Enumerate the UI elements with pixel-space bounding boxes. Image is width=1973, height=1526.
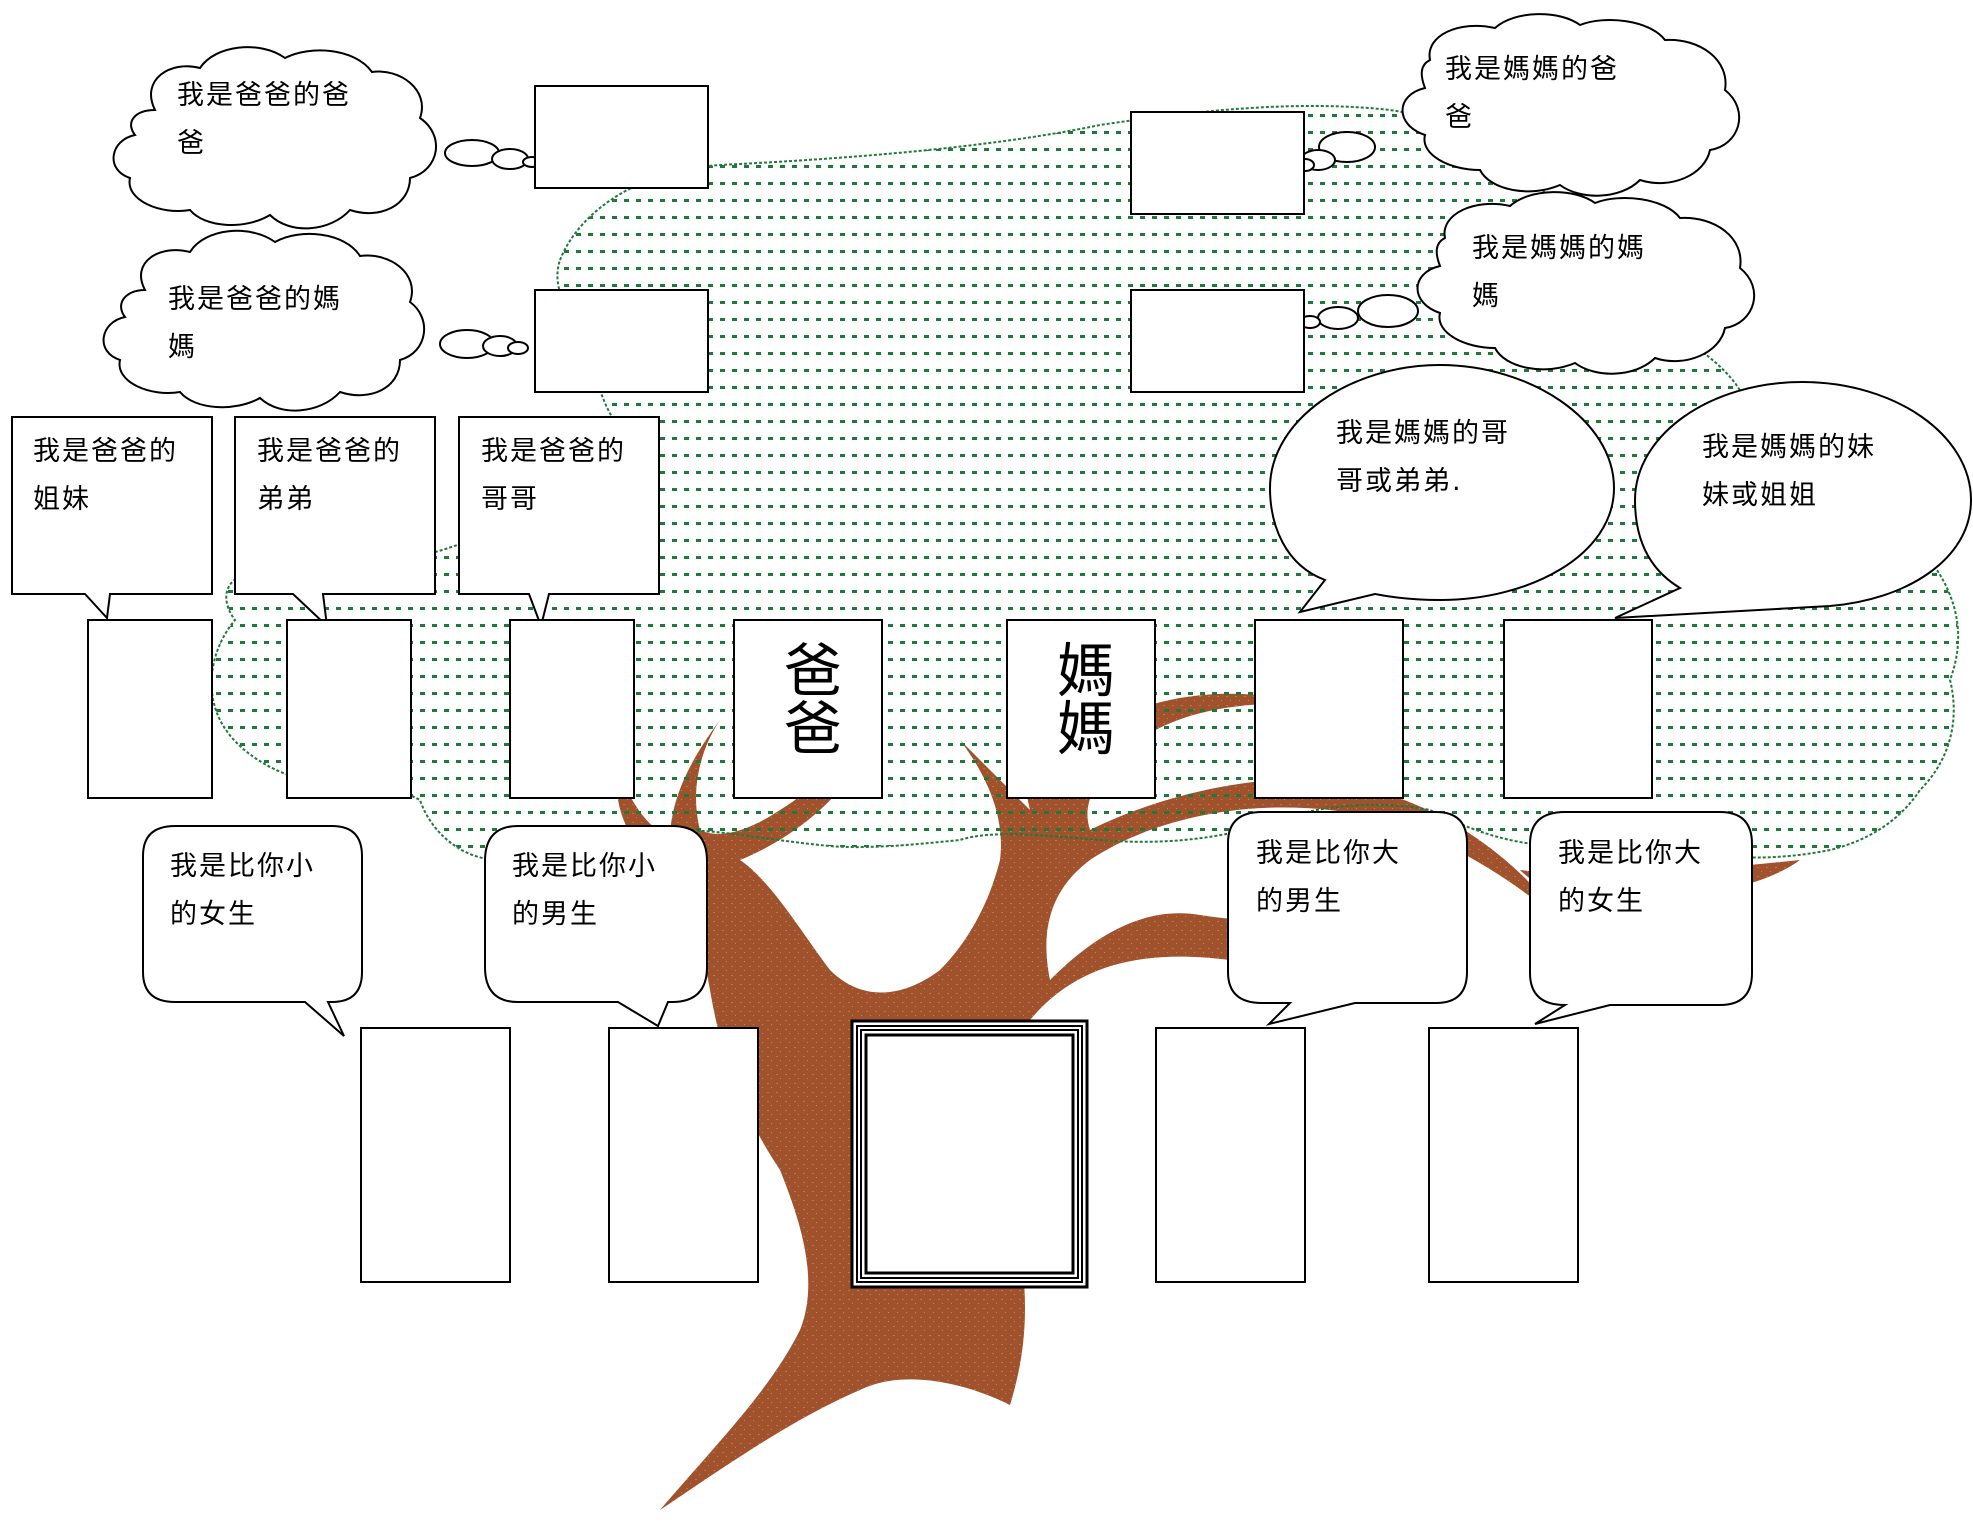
cloud-moms-father <box>1401 13 1741 197</box>
label-mom: 媽媽 <box>1047 640 1115 756</box>
cloud-dads-mother <box>102 229 426 412</box>
label-dads-sister: 我是爸爸的姐妹 <box>33 436 178 515</box>
box-older-boy <box>1155 1027 1306 1283</box>
label-moms-father: 我是媽媽的爸爸 <box>1445 54 1619 133</box>
box-moms-brother <box>1254 619 1404 799</box>
box-younger-boy <box>608 1027 759 1283</box>
me-frame <box>850 1019 1089 1289</box>
box-mom <box>1006 619 1156 799</box>
moms-sibling-callouts <box>1268 363 1973 619</box>
label-dads-father: 我是爸爸的爸爸 <box>177 80 351 159</box>
label-dads-older-brother: 我是爸爸的哥哥 <box>481 436 626 515</box>
label-dad: 爸爸 <box>774 640 842 756</box>
box-moms-mother <box>1130 289 1305 393</box>
cloud-dads-father <box>112 46 437 230</box>
sibling-callouts <box>142 811 1753 1037</box>
photo-boxes <box>87 85 1653 1283</box>
box-dads-older-brother <box>509 619 635 799</box>
label-dads-younger-brother: 我是爸爸的弟弟 <box>257 436 402 515</box>
box-moms-sister <box>1503 619 1653 799</box>
dads-sibling-callouts <box>11 416 660 630</box>
label-older-boy: 我是比你大的男生 <box>1256 838 1401 917</box>
box-dads-younger-brother <box>286 619 412 799</box>
box-dad <box>733 619 883 799</box>
label-older-girl: 我是比你大的女生 <box>1558 838 1703 917</box>
label-moms-mother: 我是媽媽的媽媽 <box>1472 233 1646 312</box>
cloud-moms-mother <box>1416 191 1756 375</box>
label-moms-brother: 我是媽媽的哥哥或弟弟. <box>1336 418 1510 497</box>
box-younger-girl <box>360 1027 511 1283</box>
thought-clouds <box>102 13 1756 412</box>
box-dads-father <box>534 85 709 189</box>
label-dads-mother: 我是爸爸的媽媽 <box>168 284 342 363</box>
label-younger-girl: 我是比你小的女生 <box>170 851 315 930</box>
box-moms-father <box>1130 111 1305 215</box>
box-dads-sister <box>87 619 213 799</box>
label-younger-boy: 我是比你小的男生 <box>512 851 657 930</box>
box-dads-mother <box>534 289 709 393</box>
box-older-girl <box>1428 1027 1579 1283</box>
label-moms-sister: 我是媽媽的妹妹或姐姐 <box>1702 432 1876 511</box>
